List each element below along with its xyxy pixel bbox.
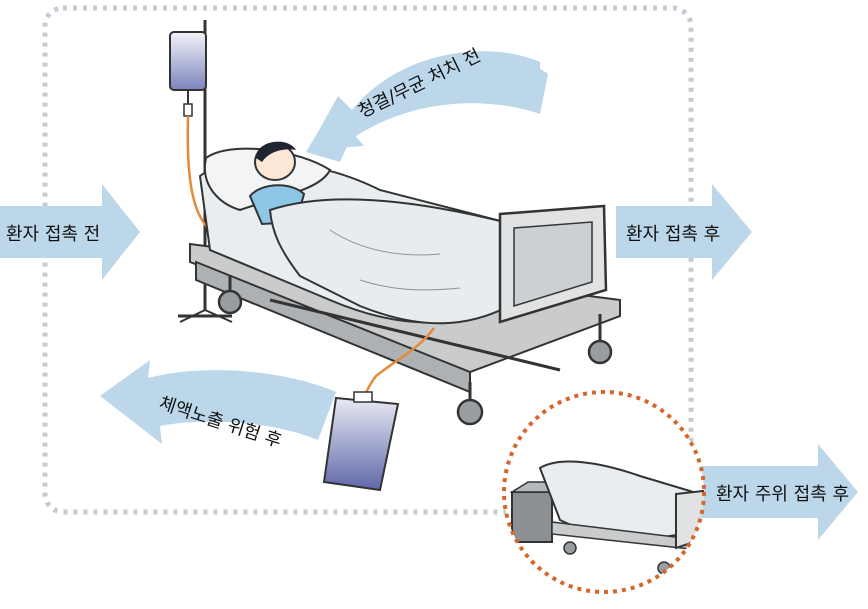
arrow-after-patient-contact: 환자 접촉 후 bbox=[616, 184, 752, 280]
label-after-patient-contact: 환자 접촉 후 bbox=[626, 224, 720, 245]
patient-zone-border bbox=[42, 5, 694, 515]
patient-surroundings-inset bbox=[502, 390, 706, 594]
arrow-before-patient-contact: 환자 접촉 전 bbox=[0, 184, 140, 280]
arrow-before-aseptic-procedure: 청결/무균 처치 전 bbox=[306, 45, 548, 163]
iv-bag-icon bbox=[169, 31, 207, 117]
label-before-patient-contact: 환자 접촉 전 bbox=[6, 224, 100, 245]
arrow-after-surroundings-contact: 환자 주위 접촉 후 bbox=[700, 444, 858, 540]
inset-border bbox=[502, 390, 706, 594]
arrow-after-body-fluid-exposure: 체액노출 위험 후 bbox=[100, 360, 336, 452]
drainage-bag-icon bbox=[322, 391, 400, 492]
label-after-surroundings-contact: 환자 주위 접촉 후 bbox=[716, 484, 849, 505]
patient-bed-illustration bbox=[169, 20, 621, 492]
